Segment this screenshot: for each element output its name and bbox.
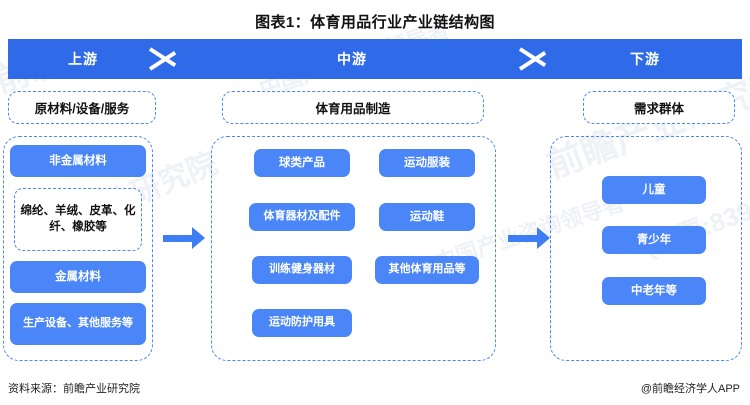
midstream-item-sports-protective-gear[interactable]: 运动防护用具 xyxy=(252,309,352,337)
page-title: 图表1：体育用品行业产业链结构图 xyxy=(255,14,495,31)
midstream-item-sportswear[interactable]: 运动服装 xyxy=(379,149,475,177)
upstream-item-nonmetal-material[interactable]: 非金属材料 xyxy=(10,145,146,177)
arrow-upstream-to-midstream-icon xyxy=(163,227,205,249)
arrow-head xyxy=(192,227,205,249)
downstream-group-box xyxy=(550,136,742,361)
source-note: 资料来源：前瞻产业研究院 xyxy=(8,383,140,395)
stage-label-midstream: 中游 xyxy=(337,51,367,67)
midstream-item-sports-equipment-accessories[interactable]: 体育器材及配件 xyxy=(249,203,355,231)
stage-label-downstream: 下游 xyxy=(630,51,660,67)
downstream-item-teenagers[interactable]: 青少年 xyxy=(602,226,706,254)
midstream-item-sports-shoes[interactable]: 运动鞋 xyxy=(379,203,475,231)
arrow-head xyxy=(537,227,550,249)
midstream-item-ball-products[interactable]: 球类产品 xyxy=(254,149,350,177)
arrow-midstream-to-downstream-icon xyxy=(508,227,550,249)
downstream-header: 需求群体 xyxy=(583,91,735,124)
upstream-item-equipment-services[interactable]: 生产设备、其他服务等 xyxy=(10,303,146,345)
upstream-item-fiber-leather-rubber[interactable]: 绵纶、羊绒、皮革、化纤、橡胶等 xyxy=(14,188,142,251)
stage-banner xyxy=(8,39,742,79)
downstream-item-middle-aged-elderly[interactable]: 中老年等 xyxy=(602,277,706,305)
arrow-shaft xyxy=(163,235,193,242)
arrow-shaft xyxy=(508,235,538,242)
midstream-header: 体育用品制造 xyxy=(222,91,484,124)
credit-note: @前瞻经济学人APP xyxy=(640,383,740,395)
upstream-group-box xyxy=(3,136,153,361)
stage-label-upstream: 上游 xyxy=(68,51,98,67)
midstream-item-other-sports-goods[interactable]: 其他体育用品等 xyxy=(375,256,479,284)
upstream-item-metal-material[interactable]: 金属材料 xyxy=(10,261,146,293)
upstream-header: 原材料/设备/服务 xyxy=(8,91,156,124)
midstream-item-training-fitness-equipment[interactable]: 训练健身器材 xyxy=(252,256,352,284)
downstream-item-children[interactable]: 儿童 xyxy=(602,176,706,204)
midstream-group-box xyxy=(211,136,496,361)
